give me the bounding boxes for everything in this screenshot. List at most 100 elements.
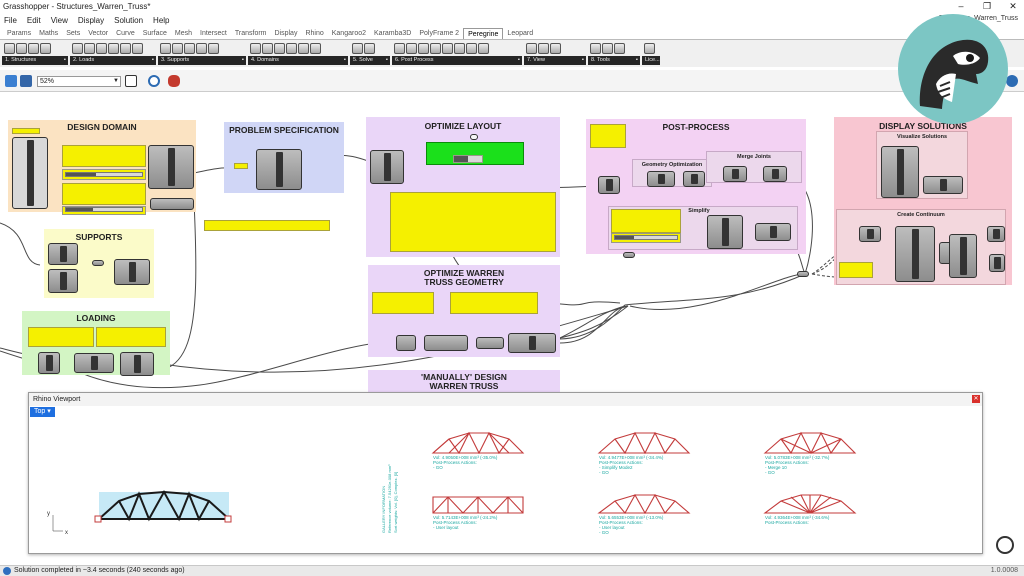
visualize-component[interactable] (881, 146, 919, 198)
roller-support-icon[interactable] (172, 43, 183, 54)
subgroup-geometry-optimization[interactable]: Geometry Optimization (632, 159, 712, 187)
void-domain-icon[interactable] (286, 43, 297, 54)
domain-slider-b[interactable] (62, 206, 146, 215)
box-domain-icon[interactable] (250, 43, 261, 54)
warren-note-panel-a[interactable] (372, 292, 434, 314)
load-combo-icon[interactable] (132, 43, 143, 54)
box-domain-component[interactable] (148, 145, 194, 189)
run-icon[interactable] (364, 43, 375, 54)
support-component[interactable] (114, 259, 150, 285)
layout-optimize-component[interactable] (370, 150, 404, 184)
tab-sets[interactable]: Sets (66, 30, 81, 37)
menu-edit[interactable]: Edit (26, 15, 41, 25)
support-point-b[interactable] (48, 269, 78, 293)
geometry-opt-component[interactable] (647, 171, 675, 187)
grasshopper-canvas[interactable]: DESIGN DOMAIN SUPPORTS LOADING PROBLEM S… (0, 93, 1024, 565)
group-optimize-layout[interactable]: OPTIMIZE LAYOUT (366, 117, 560, 257)
fit-view-icon[interactable] (125, 75, 137, 87)
rhino-viewport-window[interactable]: Rhino Viewport ✕ Top ▾ y x GALLERY INFOR… (28, 392, 983, 554)
navigation-compass-icon[interactable] (996, 536, 1014, 554)
line-load-icon[interactable] (84, 43, 95, 54)
menu-display[interactable]: Display (77, 15, 105, 25)
continuum-out-b[interactable] (989, 254, 1005, 272)
load-note-panel-b[interactable] (96, 327, 166, 347)
tab-rhino[interactable]: Rhino (305, 30, 324, 37)
point-load-icon[interactable] (72, 43, 83, 54)
problem-toggle[interactable] (234, 163, 248, 169)
geometry-opt-icon[interactable] (418, 43, 429, 54)
subgroup-create-continuum[interactable]: Create Continuum (836, 209, 1006, 285)
filter-icon[interactable] (274, 43, 285, 54)
post-toggle-panel[interactable] (590, 124, 626, 148)
load-case-icon[interactable] (120, 43, 131, 54)
warren-note-panel-b[interactable] (450, 292, 538, 314)
warren-geometry-component[interactable] (424, 335, 468, 351)
tab-leopard[interactable]: Leopard (507, 30, 534, 37)
save-file-icon[interactable] (20, 75, 32, 87)
load-note-panel-a[interactable] (28, 327, 94, 347)
tab-karamba3d[interactable]: Karamba3D (374, 30, 412, 37)
warren-param-component[interactable] (476, 337, 504, 349)
load-vector-component[interactable] (74, 353, 114, 373)
gear-icon[interactable] (590, 43, 601, 54)
grid-tool-icon[interactable] (28, 43, 39, 54)
sphere-preview-icon[interactable] (1006, 75, 1018, 87)
settings-icon[interactable] (602, 43, 613, 54)
group-design-domain[interactable]: DESIGN DOMAIN (8, 120, 196, 215)
group-problem-spec[interactable]: PROBLEM SPECIFICATION (224, 122, 344, 193)
forces-icon[interactable] (550, 43, 561, 54)
load-point-component[interactable] (38, 352, 60, 374)
menu-view[interactable]: View (50, 15, 68, 25)
minimize-button[interactable]: – (958, 1, 964, 11)
post-input-component[interactable] (598, 176, 620, 194)
view-icon[interactable] (526, 43, 537, 54)
continuum-component[interactable] (895, 226, 935, 282)
menu-help[interactable]: Help (153, 15, 170, 25)
domain-note-panel[interactable] (62, 145, 146, 167)
domain-note-panel-b[interactable] (62, 183, 146, 205)
group-optimize-warren[interactable]: OPTIMIZE WARREN TRUSS GEOMETRY (368, 265, 560, 357)
maximize-button[interactable]: ❐ (982, 1, 992, 11)
tab-mesh[interactable]: Mesh (174, 30, 192, 37)
group-supports[interactable]: SUPPORTS (44, 229, 154, 298)
area-load-icon[interactable] (96, 43, 107, 54)
menu-solution[interactable]: Solution (114, 15, 144, 25)
preview-eye-icon[interactable] (148, 75, 160, 87)
menu-file[interactable]: File (4, 15, 17, 25)
tab-intersect[interactable]: Intersect (200, 30, 227, 37)
tab-transform[interactable]: Transform (234, 30, 267, 37)
group-manual-warren[interactable]: 'MANUALLY' DESIGN WARREN TRUSS (368, 370, 560, 394)
domain-slider-a[interactable] (62, 169, 146, 180)
visualize-output[interactable] (923, 176, 963, 194)
dispatch-icon[interactable] (430, 43, 441, 54)
sketch-brush-icon[interactable] (168, 75, 180, 87)
simplify-component[interactable] (707, 215, 743, 249)
warren-input-component[interactable] (396, 335, 416, 351)
tab-surface[interactable]: Surface (142, 30, 167, 37)
toggle-panel[interactable] (12, 128, 40, 134)
pin-support-icon[interactable] (160, 43, 171, 54)
fixed-support-icon[interactable] (184, 43, 195, 54)
layout-label-chip[interactable] (470, 134, 478, 140)
tab-kangaroo2[interactable]: Kangaroo2 (331, 30, 367, 37)
layout-output-panel[interactable] (390, 192, 556, 252)
license-icon[interactable] (644, 43, 655, 54)
tab-curve[interactable]: Curve (116, 30, 135, 37)
load-component[interactable] (120, 352, 154, 376)
subgroup-simplify[interactable]: Simplify (608, 206, 798, 250)
warren-optimize-component[interactable] (508, 333, 556, 353)
node-icon[interactable] (478, 43, 489, 54)
gallery-icon[interactable] (538, 43, 549, 54)
geometry-opt-output[interactable] (683, 171, 705, 187)
support-plane-icon[interactable] (196, 43, 207, 54)
truss-tool-icon[interactable] (16, 43, 27, 54)
merge-icon[interactable] (394, 43, 405, 54)
group-loading[interactable]: LOADING (22, 311, 170, 376)
simplify-output-component[interactable] (755, 223, 791, 241)
viewport-view-selector[interactable]: Top ▾ (30, 407, 55, 417)
solve-icon[interactable] (352, 43, 363, 54)
domain-output-component[interactable] (150, 198, 194, 210)
group-post-process[interactable]: POST-PROCESS Geometry Optimization Merge… (586, 119, 806, 258)
self-weight-icon[interactable] (108, 43, 119, 54)
subgroup-visualize-solutions[interactable]: Visualize Solutions (876, 131, 968, 199)
